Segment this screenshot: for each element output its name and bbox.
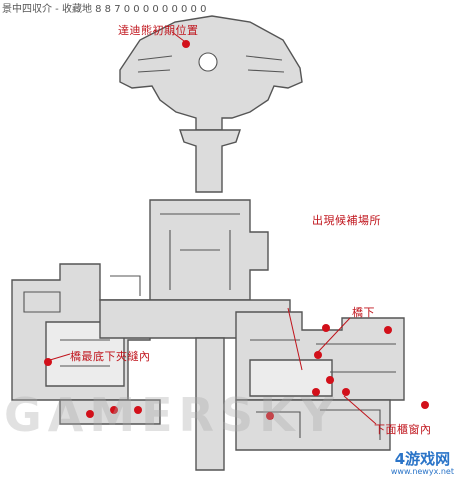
marker-bottom-left-1 bbox=[86, 410, 94, 418]
marker-left-wall bbox=[44, 358, 52, 366]
marker-top-hall bbox=[182, 40, 190, 48]
logo-url: www.newyx.net bbox=[390, 467, 454, 476]
marker-far-right-upper bbox=[384, 326, 392, 334]
hall-connector bbox=[179, 129, 241, 193]
label-lower-cabinet: 下面櫃窗內 bbox=[374, 423, 432, 436]
label-appearance-title: 出現候補場所 bbox=[312, 214, 381, 227]
right-inner-room bbox=[249, 359, 333, 397]
logo-name: 4游戏网 bbox=[394, 450, 451, 468]
label-under-bridge: 橋下 bbox=[352, 306, 375, 319]
marker-bridge-right bbox=[322, 324, 330, 332]
label-initial-position: 達迪熊初期位置 bbox=[118, 24, 199, 37]
site-logo: 4游戏网 www.newyx.net bbox=[391, 451, 454, 476]
marker-cabinet-1 bbox=[312, 388, 320, 396]
marker-cabinet-2 bbox=[326, 376, 334, 384]
label-bridge-bottom-gap: 橋最底下夾縫內 bbox=[70, 350, 151, 363]
header-caption: 景中四収介 - 收藏地 8 8 7 0 0 0 0 0 0 0 0 0 bbox=[2, 4, 207, 15]
top-hall-room bbox=[119, 15, 303, 131]
marker-bottom-center bbox=[266, 412, 274, 420]
south-shaft bbox=[195, 337, 225, 471]
marker-cabinet-3 bbox=[342, 388, 350, 396]
marker-bottom-left-3 bbox=[134, 406, 142, 414]
marker-center-low bbox=[314, 351, 322, 359]
marker-bottom-left-2 bbox=[110, 406, 118, 414]
watermark: GAMERSKY bbox=[4, 388, 341, 442]
marker-far-right-lower bbox=[421, 401, 429, 409]
